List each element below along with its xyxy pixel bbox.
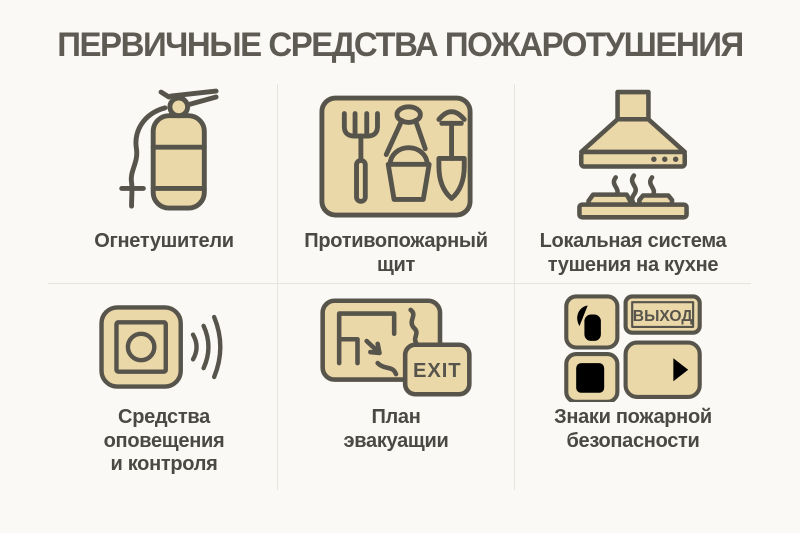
icon-box [98, 290, 230, 404]
cell-label: Lокальная система тушения на кухне [539, 230, 727, 276]
icon-box [574, 84, 692, 228]
exit-sign-text: EXIT [413, 359, 461, 381]
safety-signs-icon: ВЫХОД [564, 293, 702, 402]
icon-box [106, 84, 222, 228]
alarm-button-icon [99, 305, 223, 389]
page-title: ПЕРВИЧНЫЕ СРЕДСТВА ПОЖАРОТУШЕНИЯ [57, 26, 744, 64]
fire-shield-icon [319, 95, 473, 217]
cell-evacuation-plan: EXIT План эвакуащии [278, 290, 514, 490]
icon-box: EXIT [319, 290, 473, 404]
horizontal-divider [48, 283, 751, 284]
icon-box [318, 84, 474, 228]
cell-alert-control: Средства оповещения и контроля [50, 290, 278, 490]
fire-extinguisher-icon [119, 88, 219, 211]
cell-label: План эвакуащии [343, 406, 449, 452]
vyhod-sign-text: ВЫХОД [633, 308, 693, 325]
cell-safety-signs: ВЫХОД Знаки пожарной безопасности [515, 290, 751, 490]
cell-kitchen-system: Lокальная система тушения на кухне [515, 84, 751, 283]
cell-label: Огнетушители [94, 230, 234, 252]
cell-label: Противопожарный щит [304, 230, 488, 276]
kitchen-hood-icon [577, 89, 689, 220]
cell-fire-shield: Противопожарный щит [278, 84, 514, 283]
vertical-divider-right [514, 84, 515, 490]
cell-label: Средства оповещения и контроля [103, 406, 225, 476]
cell-label: Знаки пожарной безопасности [554, 406, 712, 452]
cell-extinguishers: Огнетушители [50, 84, 278, 283]
vertical-divider-left [277, 84, 278, 490]
evacuation-plan-icon: EXIT [320, 297, 472, 397]
icon-box: ВЫХОД [563, 290, 703, 404]
